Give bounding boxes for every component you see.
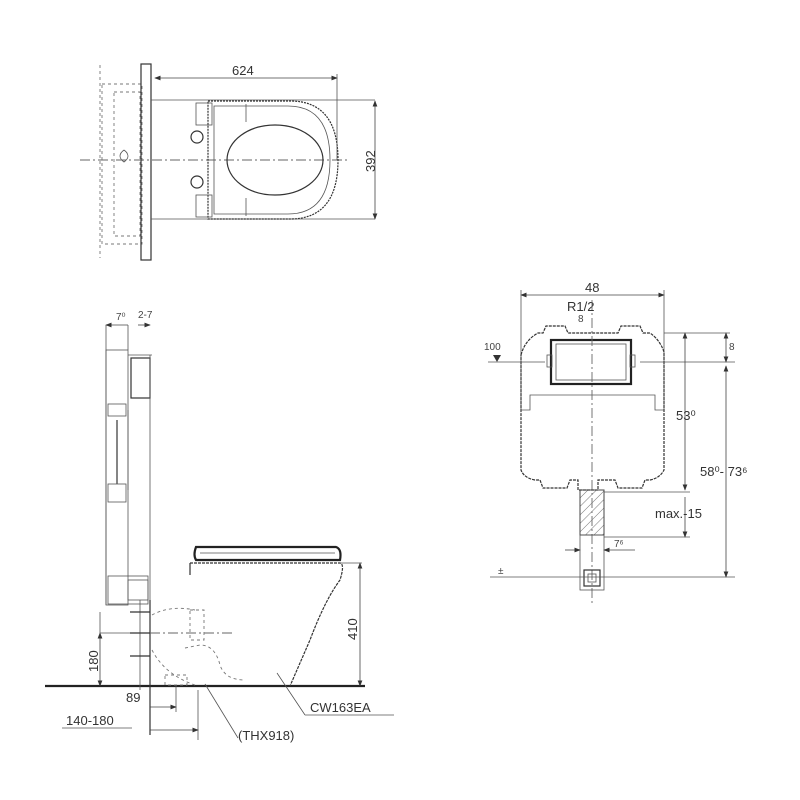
dim-48: 48 bbox=[585, 280, 599, 295]
front-view: 48 R1/2 8 100 ± 7⁶ 53⁰ bbox=[484, 280, 747, 605]
dim-180: 180 bbox=[86, 650, 101, 672]
dim-89: 89 bbox=[126, 690, 140, 705]
label-100: 100 bbox=[484, 342, 501, 353]
dim-7-6: 7⁶ bbox=[614, 539, 624, 550]
dim-410: 410 bbox=[345, 618, 360, 640]
label-thread-sub: 8 bbox=[578, 314, 584, 325]
dim-624: 624 bbox=[232, 63, 254, 78]
label-floor-mark: ± bbox=[498, 566, 504, 577]
dim-max-15: max.-15 bbox=[655, 506, 702, 521]
dim-392: 392 bbox=[363, 150, 378, 172]
top-view: 624 392 bbox=[80, 63, 378, 261]
label-cw163ea: CW163EA bbox=[310, 700, 371, 715]
dim-2-7: 2-7 bbox=[138, 310, 153, 321]
side-view: 7⁰ 2-7 180 bbox=[45, 310, 394, 743]
dim-140-180: 140-180 bbox=[66, 713, 114, 728]
dim-top-offset: 8 bbox=[729, 342, 735, 353]
label-r1-2: R1/2 bbox=[567, 299, 594, 314]
dim-53: 53⁰ bbox=[676, 408, 696, 423]
dim-total-height: 58⁰- 73⁶ bbox=[700, 464, 747, 479]
label-thx918: (THX918) bbox=[238, 728, 294, 743]
dim-7-0: 7⁰ bbox=[116, 312, 126, 323]
